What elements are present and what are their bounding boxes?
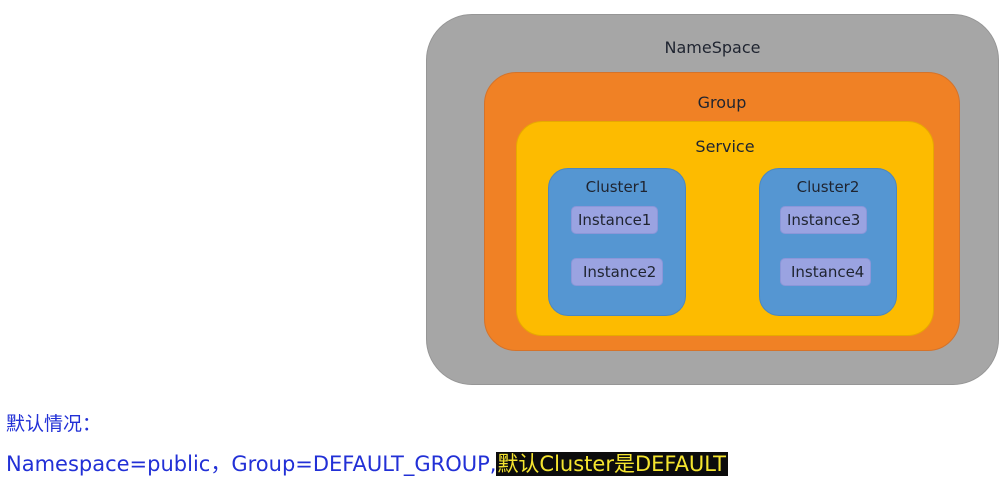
- service-label: Service: [695, 137, 755, 156]
- namespace-label: NameSpace: [664, 38, 761, 57]
- group-box: Group Service Cluster1 Instance1 Instanc…: [484, 72, 960, 351]
- namespace-box: NameSpace Group Service Cluster1 Instanc…: [426, 14, 999, 385]
- defaults-line: Namespace=public，Group=DEFAULT_GROUP,默认C…: [6, 446, 728, 482]
- instance-box-2: Instance2: [572, 259, 663, 285]
- cluster-box-1: Cluster1 Instance1 Instance2: [548, 168, 686, 316]
- defaults-title: 默认情况：: [6, 413, 102, 435]
- highlighted-text: 默认Cluster是DEFAULT: [496, 452, 728, 476]
- instance-box-3: Instance3: [781, 207, 867, 233]
- service-box: Service Cluster1 Instance1 Instance2 Clu…: [516, 121, 934, 336]
- cluster-label: Cluster2: [796, 178, 860, 196]
- instance-box-1: Instance1: [572, 207, 658, 233]
- cluster-box-2: Cluster2 Instance3 Instance4: [759, 168, 897, 316]
- group-label: Group: [697, 93, 747, 112]
- defaults-text: Namespace=public，Group=DEFAULT_GROUP,: [6, 452, 497, 476]
- instance-box-4: Instance4: [781, 259, 871, 285]
- cluster-label: Cluster1: [585, 178, 649, 196]
